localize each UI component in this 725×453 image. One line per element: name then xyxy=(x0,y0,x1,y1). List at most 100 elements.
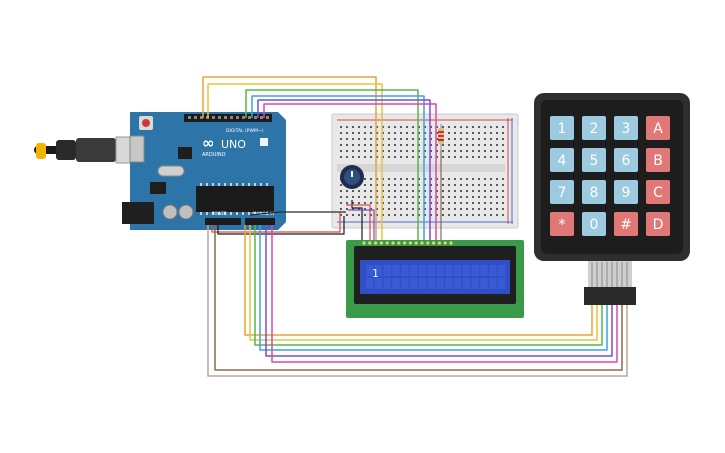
keypad-key-face[interactable] xyxy=(582,116,606,140)
breadboard-hole[interactable] xyxy=(454,156,456,158)
breadboard-hole[interactable] xyxy=(394,202,396,204)
power-pin-header[interactable] xyxy=(205,218,241,225)
breadboard-hole[interactable] xyxy=(400,208,402,210)
breadboard-hole[interactable] xyxy=(394,208,396,210)
breadboard-hole[interactable] xyxy=(478,214,480,216)
breadboard-hole[interactable] xyxy=(496,178,498,180)
breadboard-hole[interactable] xyxy=(352,202,354,204)
potentiometer[interactable] xyxy=(340,165,364,189)
breadboard-hole[interactable] xyxy=(478,190,480,192)
breadboard-hole[interactable] xyxy=(496,214,498,216)
breadboard-hole[interactable] xyxy=(472,202,474,204)
wire[interactable] xyxy=(244,225,593,336)
breadboard-hole[interactable] xyxy=(496,156,498,158)
breadboard-hole[interactable] xyxy=(376,214,378,216)
breadboard-hole[interactable] xyxy=(490,138,492,140)
breadboard-hole[interactable] xyxy=(454,178,456,180)
breadboard-hole[interactable] xyxy=(340,208,342,210)
breadboard-hole[interactable] xyxy=(430,144,432,146)
breadboard-hole[interactable] xyxy=(352,126,354,128)
breadboard-hole[interactable] xyxy=(460,184,462,186)
breadboard-hole[interactable] xyxy=(358,150,360,152)
breadboard-hole[interactable] xyxy=(472,126,474,128)
breadboard-hole[interactable] xyxy=(346,214,348,216)
breadboard-hole[interactable] xyxy=(472,196,474,198)
breadboard-hole[interactable] xyxy=(448,178,450,180)
breadboard-hole[interactable] xyxy=(502,126,504,128)
keypad-key[interactable]: 9 xyxy=(614,180,638,204)
breadboard-hole[interactable] xyxy=(352,138,354,140)
breadboard-hole[interactable] xyxy=(412,190,414,192)
breadboard-hole[interactable] xyxy=(442,178,444,180)
breadboard-hole[interactable] xyxy=(430,150,432,152)
breadboard-hole[interactable] xyxy=(466,138,468,140)
breadboard-hole[interactable] xyxy=(454,150,456,152)
breadboard-hole[interactable] xyxy=(454,132,456,134)
breadboard-hole[interactable] xyxy=(388,150,390,152)
breadboard-hole[interactable] xyxy=(382,144,384,146)
breadboard-hole[interactable] xyxy=(490,144,492,146)
breadboard-hole[interactable] xyxy=(484,196,486,198)
wire[interactable] xyxy=(346,204,371,240)
breadboard-hole[interactable] xyxy=(406,132,408,134)
breadboard-hole[interactable] xyxy=(472,190,474,192)
breadboard-hole[interactable] xyxy=(376,132,378,134)
breadboard-hole[interactable] xyxy=(454,196,456,198)
breadboard-hole[interactable] xyxy=(406,184,408,186)
breadboard-hole[interactable] xyxy=(340,132,342,134)
breadboard-hole[interactable] xyxy=(382,190,384,192)
wire[interactable] xyxy=(351,200,363,240)
breadboard-hole[interactable] xyxy=(484,144,486,146)
breadboard-hole[interactable] xyxy=(424,156,426,158)
breadboard-hole[interactable] xyxy=(364,202,366,204)
breadboard-hole[interactable] xyxy=(394,214,396,216)
breadboard-hole[interactable] xyxy=(388,196,390,198)
breadboard-hole[interactable] xyxy=(376,144,378,146)
breadboard-hole[interactable] xyxy=(418,150,420,152)
breadboard-hole[interactable] xyxy=(478,126,480,128)
keypad-key[interactable]: 8 xyxy=(582,180,606,204)
breadboard-hole[interactable] xyxy=(466,184,468,186)
breadboard-hole[interactable] xyxy=(448,196,450,198)
breadboard-hole[interactable] xyxy=(346,196,348,198)
breadboard-hole[interactable] xyxy=(490,214,492,216)
breadboard-hole[interactable] xyxy=(478,156,480,158)
breadboard-hole[interactable] xyxy=(400,202,402,204)
breadboard-hole[interactable] xyxy=(340,156,342,158)
breadboard-hole[interactable] xyxy=(370,184,372,186)
breadboard-hole[interactable] xyxy=(454,138,456,140)
breadboard-hole[interactable] xyxy=(364,126,366,128)
breadboard-hole[interactable] xyxy=(430,178,432,180)
keypad-key[interactable]: * xyxy=(550,212,574,236)
breadboard-hole[interactable] xyxy=(448,132,450,134)
keypad-key[interactable]: B xyxy=(646,148,670,172)
keypad-key[interactable]: D xyxy=(646,212,670,236)
digital-pin[interactable] xyxy=(212,116,215,119)
breadboard-hole[interactable] xyxy=(502,178,504,180)
breadboard-hole[interactable] xyxy=(418,202,420,204)
breadboard-hole[interactable] xyxy=(400,184,402,186)
breadboard-hole[interactable] xyxy=(430,156,432,158)
breadboard-hole[interactable] xyxy=(490,178,492,180)
breadboard-hole[interactable] xyxy=(448,202,450,204)
breadboard-hole[interactable] xyxy=(340,184,342,186)
wire[interactable] xyxy=(259,225,608,351)
keypad-key-face[interactable] xyxy=(646,116,670,140)
breadboard-hole[interactable] xyxy=(406,138,408,140)
breadboard-hole[interactable] xyxy=(448,144,450,146)
keypad-key[interactable]: 2 xyxy=(582,116,606,140)
breadboard-hole[interactable] xyxy=(430,202,432,204)
breadboard-hole[interactable] xyxy=(382,178,384,180)
breadboard-hole[interactable] xyxy=(484,202,486,204)
breadboard-hole[interactable] xyxy=(400,138,402,140)
wire[interactable] xyxy=(249,211,346,216)
breadboard-hole[interactable] xyxy=(412,150,414,152)
breadboard-hole[interactable] xyxy=(460,208,462,210)
breadboard-hole[interactable] xyxy=(406,150,408,152)
arduino-uno-board[interactable]: ∞ UNO ARDUINO DIGITAL (PWM~) POWER ANALO… xyxy=(122,112,286,230)
breadboard-hole[interactable] xyxy=(382,150,384,152)
breadboard-hole[interactable] xyxy=(448,184,450,186)
breadboard-hole[interactable] xyxy=(412,138,414,140)
digital-pin[interactable] xyxy=(188,116,191,119)
breadboard-hole[interactable] xyxy=(412,144,414,146)
